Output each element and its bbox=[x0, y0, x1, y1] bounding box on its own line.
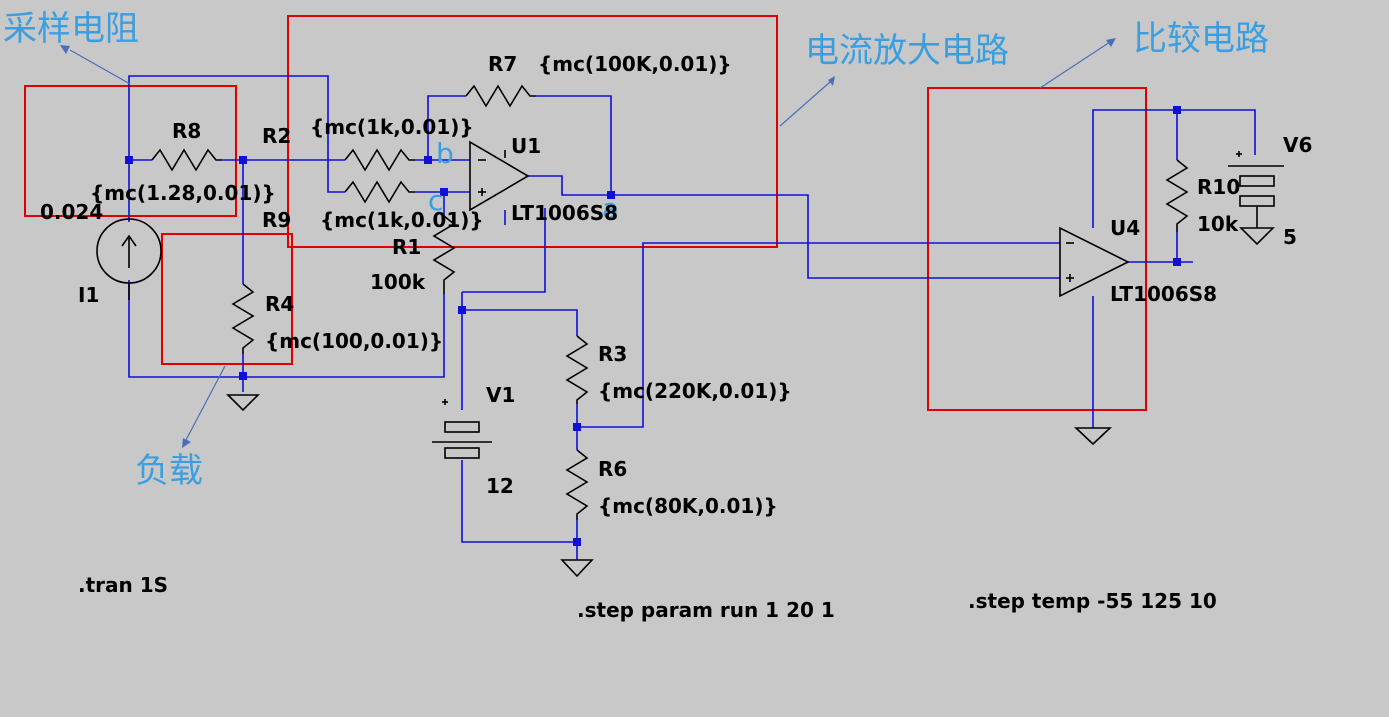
step-temp-directive[interactable]: .step temp -55 125 10 bbox=[968, 589, 1217, 613]
r1-name: R1 bbox=[392, 235, 421, 259]
u4-model: LT1006S8 bbox=[1110, 282, 1217, 306]
v1-name: V1 bbox=[486, 383, 515, 407]
r7-name: R7 bbox=[488, 52, 517, 76]
r10-value: 10k bbox=[1197, 212, 1239, 236]
r9-value: {mc(1k,0.01)} bbox=[320, 208, 484, 232]
r7-value: {mc(100K,0.01)} bbox=[538, 52, 732, 76]
u1-model: LT1006S8 bbox=[511, 201, 618, 225]
r8-name: R8 bbox=[172, 119, 201, 143]
sampling-resistor-box bbox=[24, 85, 237, 217]
voltage-source-v1[interactable] bbox=[432, 399, 492, 459]
r1-value: 100k bbox=[370, 270, 426, 294]
junctions bbox=[125, 106, 1181, 546]
resistor-r7[interactable] bbox=[465, 84, 536, 108]
resistor-r3[interactable] bbox=[565, 335, 589, 404]
current-source-i1[interactable] bbox=[96, 218, 162, 300]
current-amplifier-box bbox=[287, 15, 778, 248]
resistor-r6[interactable] bbox=[565, 449, 589, 520]
node-label-a: a bbox=[602, 192, 619, 225]
tran-directive[interactable]: .tran 1S bbox=[78, 573, 168, 597]
resistor-r1[interactable] bbox=[432, 215, 456, 294]
r6-value: {mc(80K,0.01)} bbox=[598, 494, 778, 518]
resistor-r9[interactable] bbox=[344, 180, 415, 204]
i1-value: 0.024 bbox=[40, 200, 103, 224]
resistor-r4[interactable] bbox=[231, 283, 255, 354]
v6-name: V6 bbox=[1283, 133, 1312, 157]
r6-name: R6 bbox=[598, 457, 627, 481]
v1-value: 12 bbox=[486, 474, 514, 498]
ground-symbol bbox=[226, 394, 260, 412]
comparator-box bbox=[927, 87, 1147, 411]
resistor-r8[interactable] bbox=[151, 148, 222, 172]
sampling-resistor-annotation: 采样电阻 bbox=[3, 9, 139, 49]
v6-value: 5 bbox=[1283, 225, 1297, 249]
r2-value: {mc(1k,0.01)} bbox=[310, 115, 474, 139]
opamp-u1[interactable] bbox=[469, 140, 530, 212]
ground-symbol bbox=[560, 559, 594, 578]
ground-symbol bbox=[1073, 427, 1113, 446]
r2-name: R2 bbox=[262, 124, 291, 148]
load-annotation: 负载 bbox=[135, 451, 203, 491]
wires bbox=[128, 75, 1256, 560]
step-param-directive[interactable]: .step param run 1 20 1 bbox=[577, 598, 835, 622]
opamp-u4[interactable] bbox=[1059, 226, 1130, 298]
current-amplifier-annotation: 电流放大电路 bbox=[805, 31, 1009, 71]
u4-name: U4 bbox=[1110, 216, 1140, 240]
node-label-c: c bbox=[428, 184, 443, 217]
ground-symbol bbox=[1239, 227, 1275, 246]
node-label-b: b bbox=[436, 137, 454, 170]
voltage-source-v6[interactable] bbox=[1228, 151, 1284, 228]
annotation-arrows bbox=[60, 38, 1116, 448]
r3-name: R3 bbox=[598, 342, 627, 366]
resistor-r10[interactable] bbox=[1165, 159, 1189, 232]
i1-name: I1 bbox=[78, 283, 99, 307]
r8-value: {mc(1.28,0.01)} bbox=[90, 181, 276, 205]
r3-value: {mc(220K,0.01)} bbox=[598, 379, 792, 403]
r10-name: R10 bbox=[1197, 175, 1240, 199]
resistor-r2[interactable] bbox=[344, 148, 415, 172]
r9-name: R9 bbox=[262, 208, 291, 232]
u1-name: U1 bbox=[511, 134, 541, 158]
comparator-annotation: 比较电路 bbox=[1133, 19, 1269, 59]
r4-name: R4 bbox=[265, 292, 294, 316]
load-box bbox=[161, 233, 293, 365]
r4-value: {mc(100,0.01)} bbox=[265, 329, 443, 353]
